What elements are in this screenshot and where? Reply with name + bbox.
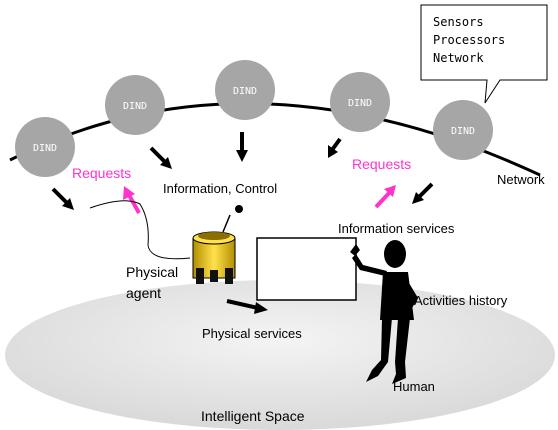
dind-node-2: DIND	[105, 75, 165, 135]
arrow-physical-services	[226, 299, 268, 314]
network-label: Network	[497, 172, 545, 187]
callout-line-network: Network	[433, 51, 484, 65]
robot-icon	[192, 205, 243, 284]
requests-right-label: Requests	[352, 156, 412, 172]
physical-agent-label-line1: Physical	[126, 264, 179, 280]
callout-text: Sensors Processors Network	[433, 13, 505, 67]
arrow-requests-left	[123, 186, 141, 214]
dind-node-4: DIND	[330, 72, 390, 132]
arrow-black-3	[236, 132, 248, 162]
callout-line-processors: Processors	[433, 33, 506, 47]
physical-agent-label-line2: agent	[126, 285, 162, 301]
display-screen	[256, 237, 357, 301]
arrow-black-1	[51, 187, 74, 210]
human-label: Human	[393, 379, 435, 394]
intelligent-space-label: Intelligent Space	[201, 408, 305, 424]
arrow-black-2	[149, 146, 172, 169]
activities-history-label: Activities history	[414, 293, 508, 308]
information-control-label: Information, Control	[163, 181, 278, 196]
dind-label: DIND	[123, 101, 147, 112]
callout-line-sensors: Sensors	[433, 15, 484, 29]
dind-node-3: DIND	[215, 60, 275, 120]
floor-ellipse	[5, 280, 555, 430]
arrow-black-4	[328, 137, 342, 158]
robot-cable	[89, 200, 191, 260]
requests-left-label: Requests	[72, 165, 132, 181]
arrow-requests-right	[374, 185, 396, 209]
dind-label: DIND	[33, 143, 57, 154]
dind-label: DIND	[451, 126, 475, 137]
callout-box	[420, 4, 548, 104]
arrow-black-5	[412, 182, 434, 204]
dind-node-5: DIND	[433, 100, 493, 160]
human-figure	[350, 240, 418, 384]
dind-label: DIND	[233, 86, 257, 97]
physical-services-label: Physical services	[202, 326, 302, 341]
dind-node-1: DIND	[15, 117, 75, 177]
information-services-label: Information services	[338, 221, 455, 236]
dind-label: DIND	[348, 98, 372, 109]
